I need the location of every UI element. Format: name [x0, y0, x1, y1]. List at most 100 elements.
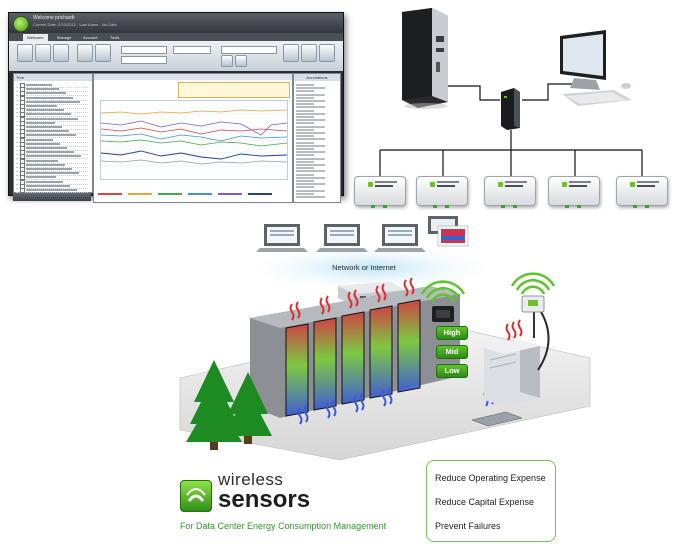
annotation-line — [296, 84, 314, 86]
sensor-tree-panel: Tree — [13, 73, 93, 193]
annotation-line — [296, 173, 314, 176]
annotation-line — [296, 170, 325, 173]
laptop-clients — [256, 216, 469, 252]
floor-vent — [471, 411, 523, 427]
benefit-item: Reduce Capital Expense — [435, 497, 535, 507]
tree-row-label — [26, 159, 58, 162]
annotation-line — [296, 144, 325, 147]
tree-row-label — [26, 134, 76, 137]
software-window: Welcome prichardt Current Date: 2/10/201… — [8, 12, 344, 203]
level-high-badge: High — [436, 326, 468, 340]
annotation-line — [296, 148, 314, 150]
date-field[interactable] — [121, 46, 167, 54]
annotation-line — [296, 109, 314, 112]
ribbon-button[interactable] — [235, 55, 247, 67]
tree-row-label — [26, 126, 62, 128]
ribbon-button[interactable] — [283, 44, 299, 62]
plot-area — [100, 100, 288, 180]
tab-tools[interactable]: Tools — [110, 35, 120, 40]
tree-row-label — [26, 138, 53, 141]
annotation-line — [296, 167, 314, 170]
brand-tagline: For Data Center Energy Consumption Manag… — [180, 521, 387, 531]
annotation-line — [296, 157, 325, 160]
tree-row-label — [26, 100, 80, 103]
annotation-line — [296, 176, 325, 179]
benefit-item: Prevent Failures — [435, 521, 501, 531]
app-subtitle: Current Date: 2/10/2012 - Last Alarm - N… — [33, 22, 117, 27]
annotation-line — [296, 135, 314, 138]
tree-row-label — [26, 117, 78, 120]
annotation-line — [296, 100, 325, 102]
ribbon-button[interactable] — [53, 44, 69, 62]
tree-row-label — [26, 105, 57, 107]
tree-row-label — [26, 92, 66, 95]
benefit-item: Reduce Operating Expense — [435, 473, 546, 483]
ribbon-tabs: Welcome Manage Account Tools — [9, 33, 343, 41]
wireless-sensor-node — [548, 176, 600, 208]
tree-row-label — [26, 88, 59, 91]
chart-legend — [98, 190, 288, 198]
annotations-panel: Annotations — [293, 73, 341, 203]
wireless-sensor-node — [484, 176, 536, 208]
brand-line-1: wireless — [218, 470, 284, 489]
annotation-line — [296, 96, 314, 99]
ribbon-button[interactable] — [95, 44, 111, 62]
date-field[interactable] — [121, 56, 167, 64]
annotation-line — [296, 128, 314, 131]
gateway-computer — [396, 6, 452, 110]
tree-row-label — [26, 155, 81, 158]
ribbon-button[interactable] — [17, 44, 33, 62]
ribbon-button[interactable] — [35, 44, 51, 62]
chart-panel — [93, 73, 293, 203]
rack-sensor-device — [432, 306, 454, 322]
annotation-line — [296, 119, 325, 122]
app-title: Welcome prichardt — [33, 15, 75, 21]
annotation-line — [296, 164, 325, 166]
tree-row[interactable] — [16, 188, 88, 193]
annotation-line — [296, 192, 314, 195]
show-chart-button[interactable] — [13, 193, 91, 201]
annotation-line — [296, 196, 325, 198]
tab-account[interactable]: Account — [83, 35, 98, 40]
ribbon-button[interactable] — [301, 44, 317, 62]
tree-row-label — [26, 176, 56, 179]
tree-row-label — [26, 109, 64, 112]
tab-manage[interactable]: Manage — [57, 35, 72, 40]
level-mid-badge: Mid — [436, 345, 468, 359]
annotation-line — [296, 112, 325, 115]
range-select[interactable] — [221, 46, 277, 54]
tree-row-label — [26, 180, 63, 183]
annotation-line — [296, 106, 325, 109]
annotation-line — [296, 87, 325, 90]
tree-header: Tree — [14, 74, 92, 81]
workstation — [556, 30, 636, 112]
annotation-line — [296, 122, 314, 125]
tab-welcome[interactable]: Welcome — [23, 34, 48, 41]
annotation-line — [296, 151, 325, 154]
server-racks — [285, 299, 421, 417]
annotation-line — [296, 93, 325, 96]
ribbon-button[interactable] — [221, 55, 233, 67]
tree-row-label — [26, 163, 65, 166]
annotation-line — [296, 132, 325, 134]
annotation-line — [296, 180, 314, 182]
interval-field[interactable] — [173, 46, 211, 54]
brand-logo-icon — [180, 480, 212, 512]
annotation-line — [296, 90, 314, 93]
tree-row-label — [26, 168, 72, 170]
annotation-line — [296, 125, 325, 128]
tree-row-label — [26, 147, 67, 149]
network-router — [498, 86, 524, 132]
level-low-badge: Low — [436, 364, 468, 378]
plot-lines — [100, 109, 288, 167]
network-label: Network or Internet — [332, 263, 396, 272]
network-wiring — [379, 83, 643, 176]
tree-row-label — [26, 172, 79, 175]
app-logo-icon[interactable] — [13, 16, 29, 32]
wall-sensor-mast — [521, 295, 550, 371]
annotation-line — [296, 116, 314, 118]
annotations-header: Annotations — [294, 74, 340, 81]
checkbox-icon[interactable] — [20, 188, 25, 193]
ribbon-button[interactable] — [319, 44, 335, 62]
ribbon-button[interactable] — [77, 44, 93, 62]
